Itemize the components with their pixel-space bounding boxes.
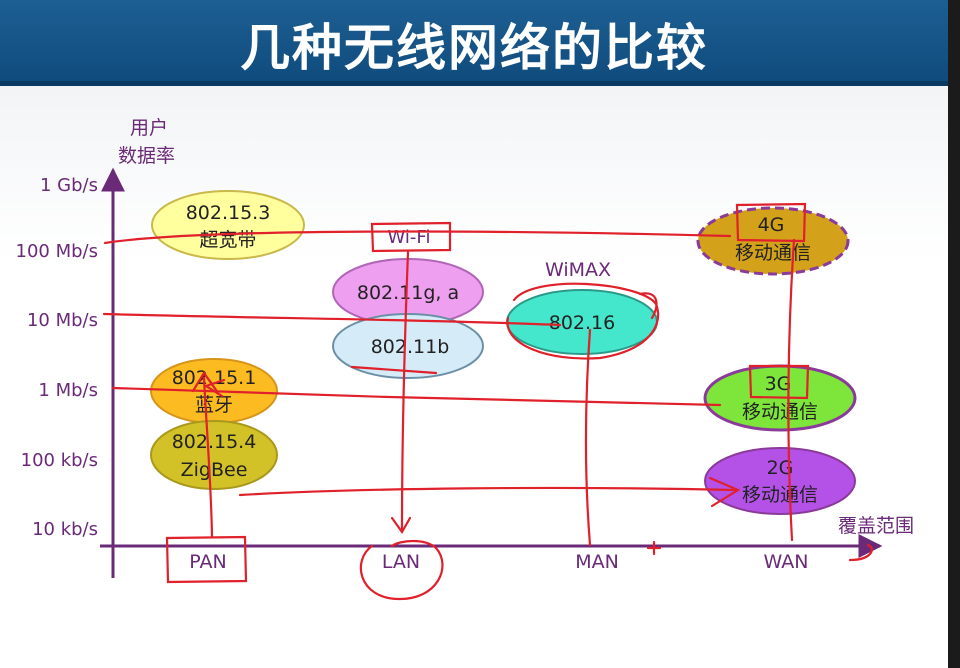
bubble-802-15-1-sublabel: 蓝牙 [195, 394, 233, 416]
annotation-arrowhead-1mbps [203, 378, 226, 398]
wifi-label: Wi-Fi [388, 227, 431, 248]
y-tick-1gbps: 1 Gb/s [40, 175, 98, 196]
annotation-line-100mbps [103, 230, 732, 245]
bubble-802-11b-label: 802.11b [371, 336, 450, 358]
annotation-box-wifi [370, 221, 452, 253]
bubble-802-16-label: 802.16 [549, 312, 615, 334]
title-bar-edge [0, 81, 948, 86]
bubble-3g-sublabel: 移动通信 [742, 401, 818, 423]
x-tick-man: MAN [575, 551, 619, 573]
annotation-arrow-wifi-to-lan [400, 250, 410, 532]
y-axis-title-line1: 用户 [130, 117, 168, 139]
annotation-line-man [584, 328, 592, 547]
x-tick-wan: WAN [764, 551, 809, 573]
wimax-label: WiMAX [545, 259, 611, 281]
annotation-box-4g [735, 202, 807, 243]
annotation-tick-man [646, 540, 662, 556]
y-tick-100kbps: 100 kb/s [21, 450, 98, 471]
bubble-802-15-1-label: 802.15.1 [172, 367, 257, 389]
annotation-hook-80216 [638, 292, 658, 320]
bubble-3g-label: 3G [765, 373, 792, 395]
annotation-line-wan [787, 238, 796, 542]
annotation-arrowhead-lan [390, 516, 412, 535]
bubble-4g-sublabel: 移动通信 [735, 242, 811, 264]
annotation-arrowhead-2g [708, 476, 741, 508]
x-tick-lan: LAN [382, 551, 420, 573]
bubble-802-15-3: 802.15.3 超宽带 [151, 190, 305, 260]
annotation-circle-80216 [506, 282, 660, 360]
annotation-circle-lan [359, 539, 444, 601]
title-bar: 几种无线网络的比较 [0, 0, 948, 86]
bubble-4g-label: 4G [758, 214, 785, 236]
bubble-2g-label: 2G [767, 457, 794, 479]
annotation-line-10mbps [102, 312, 562, 327]
bubble-802-15-4-sublabel: ZigBee [181, 459, 248, 481]
bubble-802-15-3-sublabel: 超宽带 [199, 229, 256, 251]
bubble-802-11b: 802.11b [332, 313, 484, 379]
y-tick-100mbps: 100 Mb/s [16, 241, 98, 262]
bubble-2g: 2G 移动通信 [704, 447, 856, 515]
annotation-underline-80211b [350, 365, 438, 375]
y-tick-10mbps: 10 Mb/s [27, 310, 98, 331]
red-annotations [102, 202, 873, 601]
bubble-802-11ga-label: 802.11g, a [357, 282, 459, 304]
bubble-802-11ga: 802.11g, a [332, 258, 484, 326]
y-axis-title-line2: 数据率 [118, 145, 175, 167]
y-tick-10kbps: 10 kb/s [32, 519, 98, 540]
annotation-line-zigbee-to-2g [238, 486, 737, 497]
bubble-802-15-4: 802.15.4 ZigBee [150, 420, 278, 490]
annotation-arrow-pan-up [202, 376, 214, 538]
bubble-2g-sublabel: 移动通信 [742, 484, 818, 506]
x-axis-title: 覆盖范围 [838, 515, 914, 537]
bubble-802-15-3-label: 802.15.3 [186, 202, 271, 224]
page-title: 几种无线网络的比较 [240, 19, 708, 77]
annotation-box-pan [165, 535, 248, 584]
window-edge [948, 0, 960, 668]
annotation-hook-wan [848, 543, 873, 562]
x-tick-pan: PAN [189, 551, 226, 573]
bubble-802-15-4-label: 802.15.4 [172, 431, 257, 453]
annotation-line-1mbps [111, 386, 722, 407]
y-tick-1mbps: 1 Mb/s [38, 380, 98, 401]
bubble-802-16: 802.16 [506, 289, 658, 355]
